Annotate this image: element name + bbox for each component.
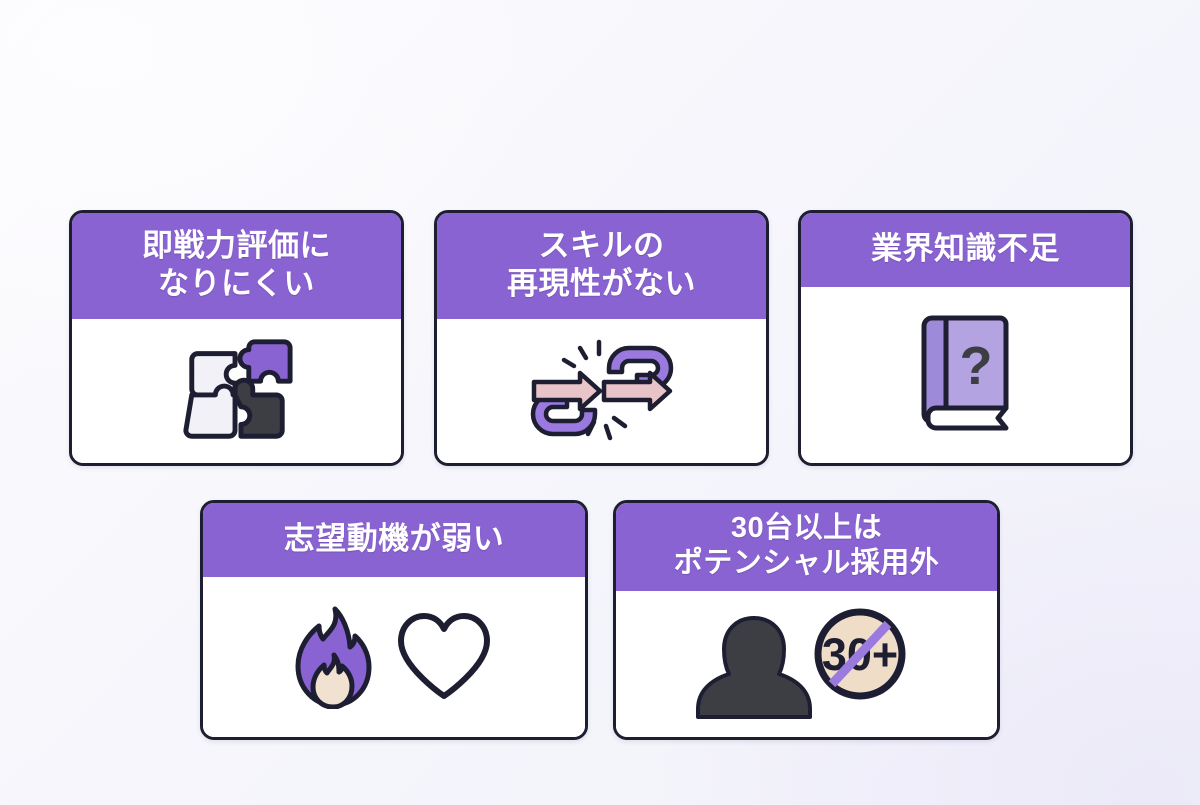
flame-icon: [295, 606, 372, 709]
flame-heart-icon: [294, 605, 494, 709]
card-skill-saigensei[interactable]: スキルの 再現性がない: [434, 210, 769, 466]
age-badge-30-plus: 30+: [814, 608, 905, 700]
card-30dai-ijou[interactable]: 30台以上は ポテンシャル採用外 30+: [613, 500, 1000, 740]
card-sokusenryoku[interactable]: 即戦力評価に なりにくい: [69, 210, 404, 466]
card-shibou-douki[interactable]: 志望動機が弱い: [200, 500, 588, 740]
book-question-icon: ?: [914, 314, 1018, 436]
card-title-shibou-douki: 志望動機が弱い: [283, 521, 505, 557]
person-age-restricted-icon: 30+: [692, 604, 922, 724]
card-body-skill-saigensei: [437, 319, 766, 463]
person-age-restricted-icon-svg: 30+: [695, 608, 905, 719]
heart-icon: [398, 613, 490, 699]
card-header-skill-saigensei: スキルの 再現性がない: [437, 213, 766, 319]
puzzle-pieces-icon-svg: [182, 339, 293, 439]
card-title-gyoukai-chishiki: 業界知識不足: [871, 231, 1060, 267]
card-title-sokusenryoku: 即戦力評価に なりにくい: [142, 228, 331, 301]
card-body-sokusenryoku: [72, 319, 401, 463]
broken-chain-icon: [526, 336, 678, 446]
card-body-gyoukai-chishiki: ?: [801, 287, 1130, 463]
broken-chain-icon-svg: [530, 339, 673, 441]
card-header-gyoukai-chishiki: 業界知識不足: [801, 213, 1130, 287]
book-question-mark: ?: [959, 336, 992, 396]
card-header-30dai-ijou: 30台以上は ポテンシャル採用外: [616, 503, 997, 591]
card-gyoukai-chishiki[interactable]: 業界知識不足 ?: [798, 210, 1133, 466]
card-title-skill-saigensei: スキルの 再現性がない: [507, 228, 696, 301]
card-header-sokusenryoku: 即戦力評価に なりにくい: [72, 213, 401, 319]
puzzle-pieces-icon: [178, 332, 296, 450]
card-title-30dai-ijou: 30台以上は ポテンシャル採用外: [673, 511, 940, 579]
card-header-shibou-douki: 志望動機が弱い: [203, 503, 585, 577]
book-question-icon-svg: ?: [921, 315, 1008, 431]
person-silhouette-icon: [695, 616, 812, 719]
card-body-30dai-ijou: 30+: [616, 591, 997, 737]
card-body-shibou-douki: [203, 577, 585, 737]
